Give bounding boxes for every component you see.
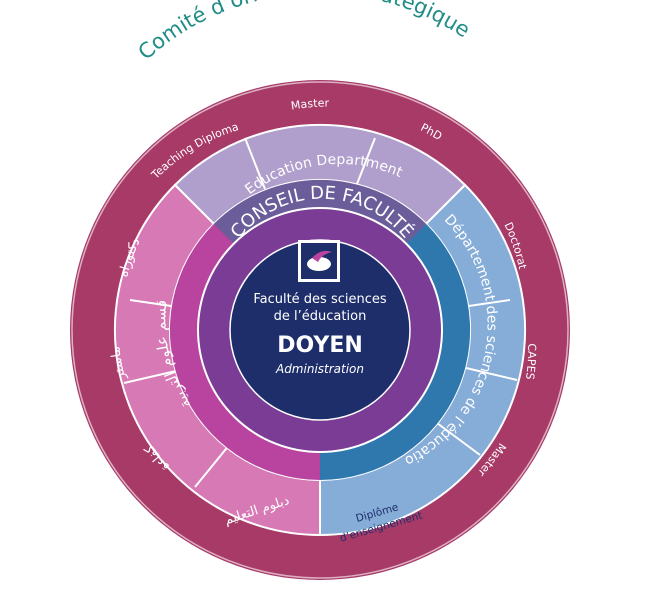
faculty-line2: de l’éducation (274, 309, 367, 324)
doyen-label: DOYEN (277, 333, 363, 358)
faculty-logo-icon (298, 240, 340, 282)
program-master-ar: ماستر (108, 345, 129, 382)
administration-label: Administration (275, 362, 364, 376)
program-capes: CAPES (523, 343, 538, 380)
faculty-line1: Faculté des sciences (253, 292, 387, 307)
